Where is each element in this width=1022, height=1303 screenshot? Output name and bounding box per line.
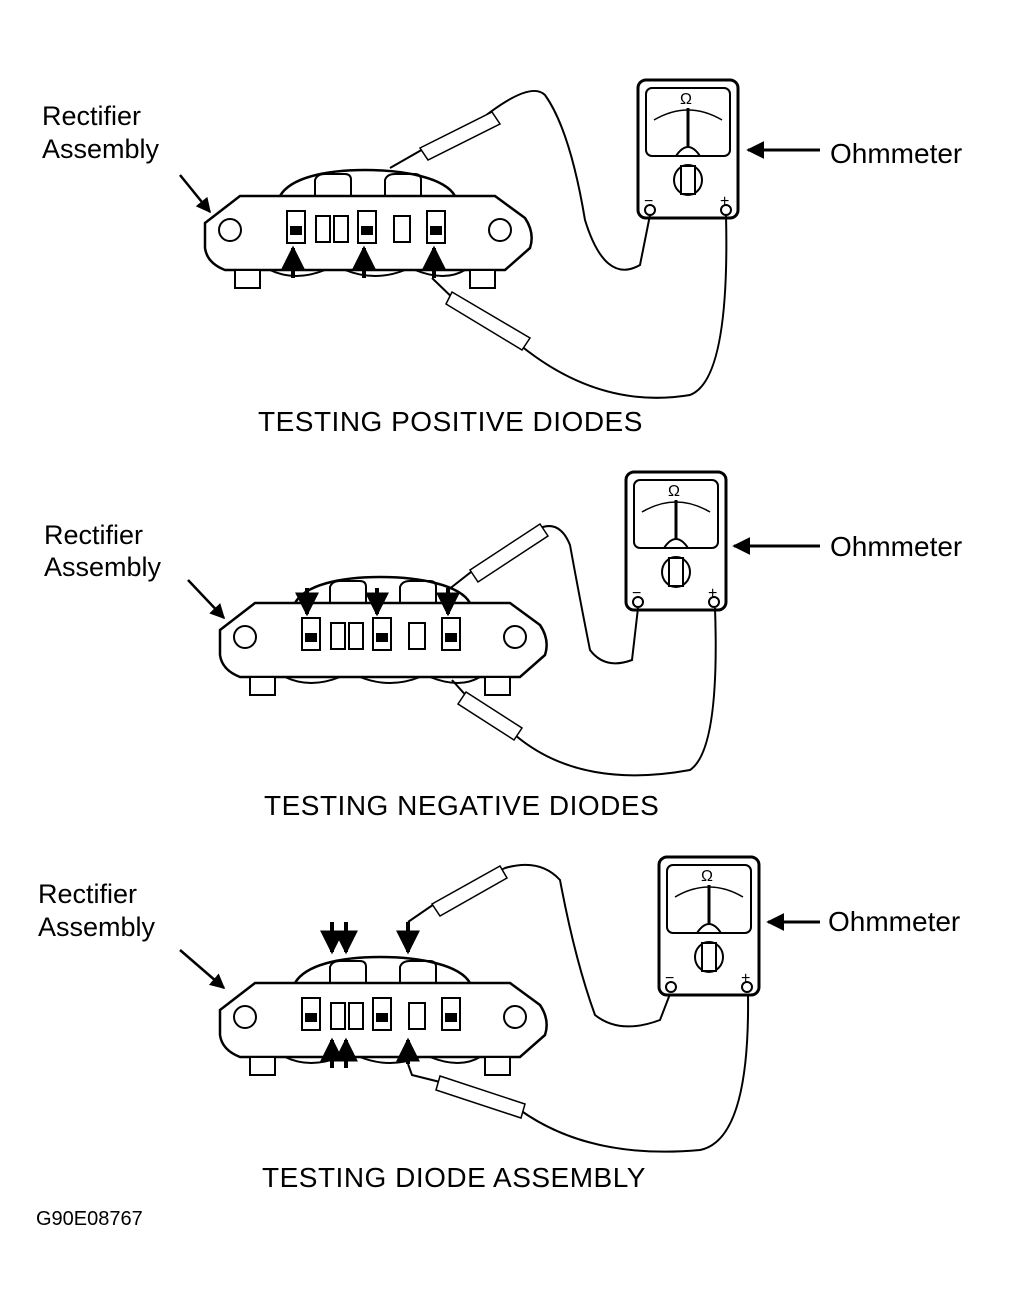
probe-arrows — [320, 922, 420, 1068]
plus-sign: + — [741, 970, 751, 987]
rectifier-assembly — [203, 168, 533, 290]
plus-sign: + — [720, 193, 730, 210]
probe-handle — [456, 690, 524, 742]
rectifier-assembly — [218, 955, 548, 1077]
minus-sign: − — [644, 193, 654, 210]
probe-handle — [418, 111, 502, 161]
probe-handle — [435, 1075, 526, 1119]
ohmmeter-label: Ohmmeter — [828, 906, 961, 937]
panel-negative-diodes — [187, 470, 820, 777]
rectifier-assembly — [218, 575, 548, 697]
probe-handle — [430, 864, 509, 917]
figure-code: G90E08767 — [36, 1208, 143, 1230]
probe-arrows — [295, 588, 460, 617]
pointer-arrow — [179, 174, 211, 214]
probe-arrows — [281, 245, 446, 278]
rectifier-label-line1: Rectifier — [42, 101, 142, 131]
negative-lead — [447, 525, 639, 665]
rectifier-label-line1: Rectifier — [44, 520, 144, 550]
ohmmeter-label: Ohmmeter — [830, 531, 963, 562]
panel-caption: TESTING NEGATIVE DIODES — [264, 790, 660, 821]
ohm-symbol: Ω — [668, 483, 680, 500]
pointer-arrow — [187, 579, 226, 620]
ohmmeter-label: Ohmmeter — [830, 138, 963, 169]
rectifier-label-line2: Assembly — [44, 552, 162, 582]
rectifier-label-line1: Rectifier — [38, 879, 138, 909]
ohm-symbol: Ω — [680, 91, 692, 108]
ohm-symbol: Ω — [701, 868, 713, 885]
pointer-arrow — [179, 949, 226, 989]
positive-lead — [451, 607, 717, 777]
rectifier-label-line2: Assembly — [38, 912, 156, 942]
probe-handle — [445, 290, 532, 352]
negative-lead — [407, 864, 671, 1028]
probe-handle — [468, 522, 550, 584]
positive-lead — [407, 993, 750, 1153]
panel-diode-assembly — [179, 855, 820, 1153]
panel-caption: TESTING POSITIVE DIODES — [258, 406, 643, 437]
rectifier-label-line2: Assembly — [42, 134, 160, 164]
plus-sign: + — [708, 585, 718, 602]
panel-positive-diodes — [179, 78, 820, 399]
minus-sign: − — [665, 970, 675, 987]
panel-caption: TESTING DIODE ASSEMBLY — [262, 1162, 646, 1193]
minus-sign: − — [632, 585, 642, 602]
